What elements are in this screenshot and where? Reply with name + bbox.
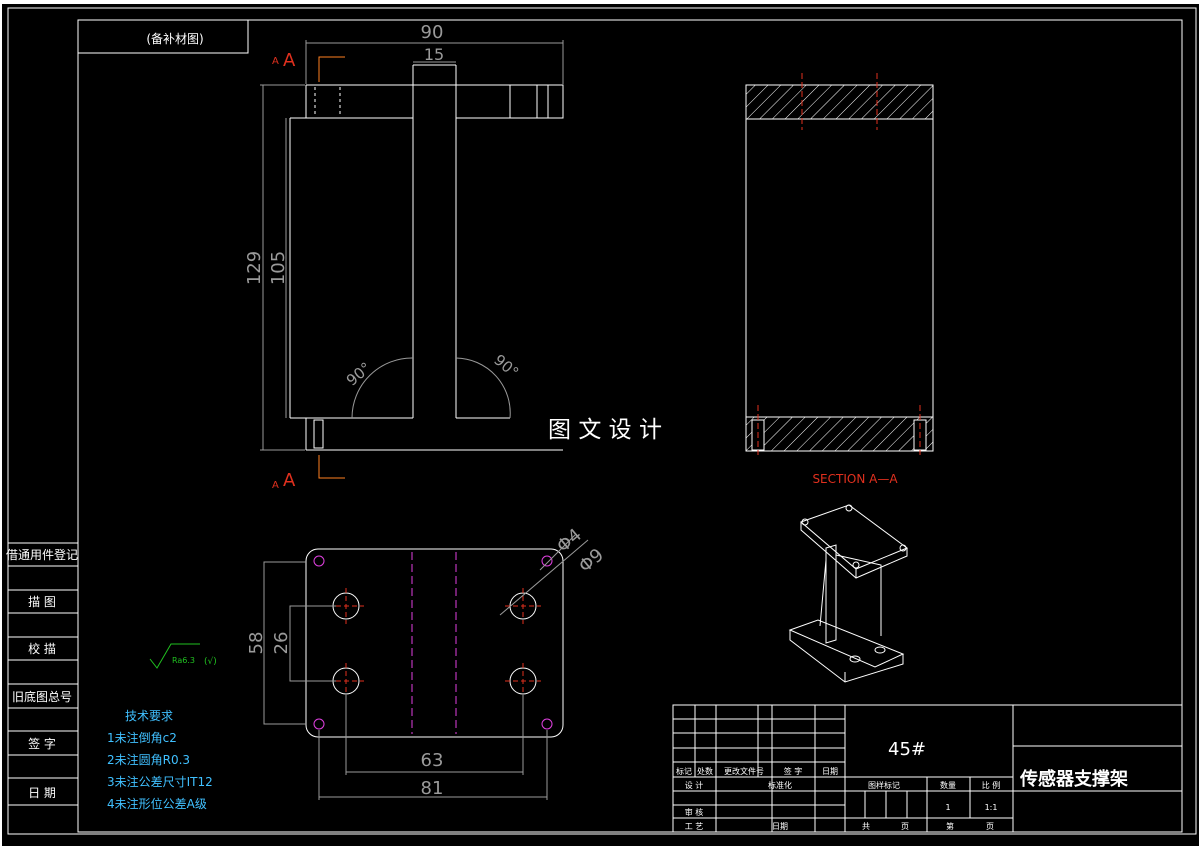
- tech-req-title: 技术要求: [125, 709, 173, 723]
- rev-header-4: 日期: [822, 767, 838, 776]
- strip-label-3: 旧底图总号: [12, 689, 72, 704]
- label-total: 共: [862, 822, 870, 831]
- part-name: 传感器支撑架: [1019, 768, 1128, 790]
- rev-header-3: 签 字: [784, 766, 803, 776]
- tech-req-item-1: 2未注圆角R0.3: [107, 752, 190, 767]
- strip-label-0: 借通用件登记: [6, 547, 78, 562]
- label-sheet-unit2: 页: [986, 822, 994, 831]
- section-markers: [318, 56, 345, 479]
- dim-vert-outer: 58: [246, 632, 267, 655]
- isometric-view: [788, 504, 909, 683]
- qty-value: 1: [945, 803, 950, 812]
- label-design: 设 计: [685, 780, 704, 790]
- tech-req-item-0: 1未注倒角c2: [107, 730, 177, 745]
- material: 45#: [888, 739, 926, 760]
- strip-label-5: 日 期: [28, 786, 56, 800]
- label-sheet-unit: 页: [901, 822, 909, 831]
- dim-vert-inner: 26: [271, 632, 292, 655]
- top-view-dims: [263, 534, 589, 800]
- rev-header-2: 更改文件号: [724, 766, 764, 776]
- section-mark-top-small: A: [272, 56, 279, 67]
- dim-horiz-inner: 63: [421, 750, 444, 771]
- roughness-suffix: (√): [204, 656, 217, 667]
- top-view-accents: [313, 552, 553, 734]
- tech-req-item-2: 3未注公差尺寸IT12: [107, 774, 213, 789]
- tech-req-item-3: 4未注形位公差A级: [107, 796, 207, 811]
- front-view: [289, 64, 564, 451]
- section-mark-bottom-small: A: [272, 480, 279, 491]
- strip-label-4: 签 字: [28, 736, 56, 751]
- label-standard: 标准化: [768, 780, 792, 790]
- label-stage: 图样标记: [868, 780, 900, 790]
- title-block: [672, 704, 1183, 833]
- strip-label-1: 描 图: [28, 595, 56, 609]
- dim-height-total: 129: [244, 251, 265, 285]
- section-centerlines: [757, 73, 921, 455]
- roughness-symbol: [149, 643, 200, 669]
- dim-horiz-outer: 81: [421, 778, 444, 799]
- rev-header-0: 标记: [676, 766, 692, 776]
- section-mark-bottom: A: [283, 470, 296, 491]
- label-date: 日期: [772, 822, 788, 831]
- sheet-frame: [7, 7, 1197, 835]
- label-review: 审 核: [685, 807, 704, 817]
- label-sheet-no: 第: [946, 821, 954, 831]
- section-label: SECTION A—A: [812, 472, 898, 486]
- watermark-text: 图 文 设 计: [548, 417, 662, 443]
- strip-label-2: 校 描: [28, 641, 56, 656]
- label-qty: 数量: [940, 780, 956, 790]
- top-view-centerlines: [328, 588, 541, 699]
- left-strip: [8, 542, 78, 806]
- dim-height-inner: 105: [268, 251, 289, 285]
- label-process: 工 艺: [685, 822, 704, 831]
- title-tab-text: (备补材图): [146, 32, 203, 46]
- scale-value: 1:1: [985, 803, 998, 812]
- front-dims: [260, 40, 564, 451]
- rev-header-1: 处数: [697, 766, 713, 776]
- section-mark-top: A: [283, 50, 296, 71]
- label-scale: 比 例: [982, 780, 1001, 790]
- title-tab: (备补材图): [77, 19, 249, 54]
- dim-web-width: 15: [424, 45, 444, 64]
- dim-top-width: 90: [421, 22, 444, 43]
- roughness-value: Ra6.3: [172, 656, 195, 665]
